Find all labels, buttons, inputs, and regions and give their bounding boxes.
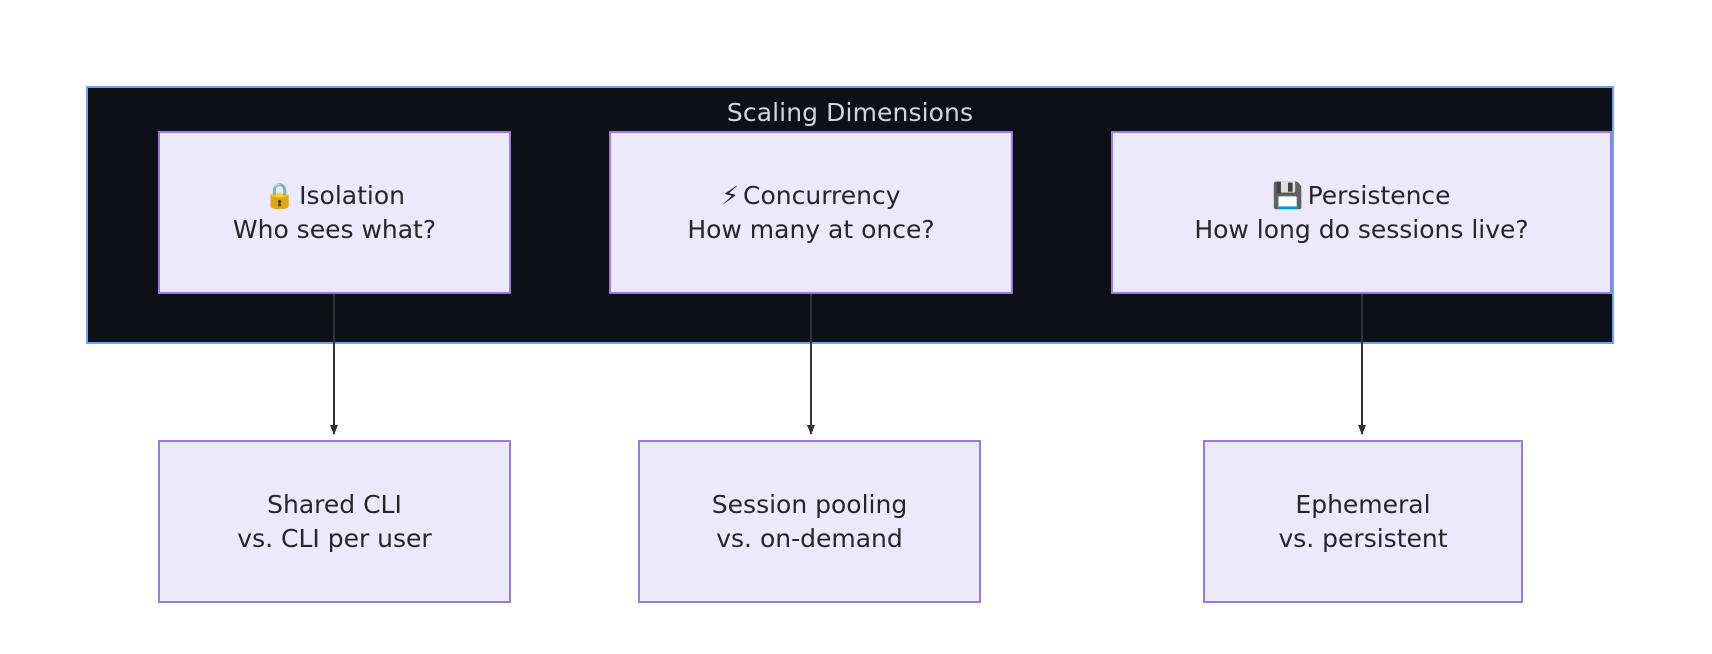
- node-isolation-title: 🔒Isolation: [264, 179, 405, 213]
- node-concurrency[interactable]: ⚡Concurrency How many at once?: [609, 131, 1013, 294]
- node-concurrency-title: ⚡Concurrency: [721, 179, 900, 213]
- node-ephemeral[interactable]: Ephemeral vs. persistent: [1203, 440, 1523, 603]
- node-shared-cli-line2: vs. CLI per user: [237, 523, 432, 553]
- node-isolation-title-text: Isolation: [299, 180, 405, 210]
- node-session-pooling-line2: vs. on-demand: [716, 523, 903, 553]
- lightning-bolt-icon: ⚡: [721, 180, 740, 210]
- node-persistence-title-text: Persistence: [1307, 180, 1451, 210]
- node-shared-cli-line1: Shared CLI: [267, 489, 402, 519]
- node-persistence-subtitle: How long do sessions live?: [1194, 214, 1529, 244]
- node-persistence[interactable]: 💾Persistence How long do sessions live?: [1111, 131, 1612, 294]
- node-ephemeral-line1: Ephemeral: [1295, 489, 1431, 519]
- node-isolation[interactable]: 🔒Isolation Who sees what?: [158, 131, 511, 294]
- node-concurrency-title-text: Concurrency: [743, 180, 901, 210]
- node-session-pooling-line1: Session pooling: [711, 489, 908, 519]
- node-persistence-title: 💾Persistence: [1272, 179, 1450, 213]
- node-shared-cli[interactable]: Shared CLI vs. CLI per user: [158, 440, 511, 603]
- lock-icon: 🔒: [264, 180, 296, 210]
- subgraph-title: Scaling Dimensions: [726, 98, 974, 127]
- node-ephemeral-line2: vs. persistent: [1278, 523, 1448, 553]
- node-isolation-subtitle: Who sees what?: [232, 214, 437, 244]
- node-session-pooling[interactable]: Session pooling vs. on-demand: [638, 440, 981, 603]
- floppy-disk-icon: 💾: [1272, 180, 1304, 210]
- node-concurrency-subtitle: How many at once?: [687, 214, 935, 244]
